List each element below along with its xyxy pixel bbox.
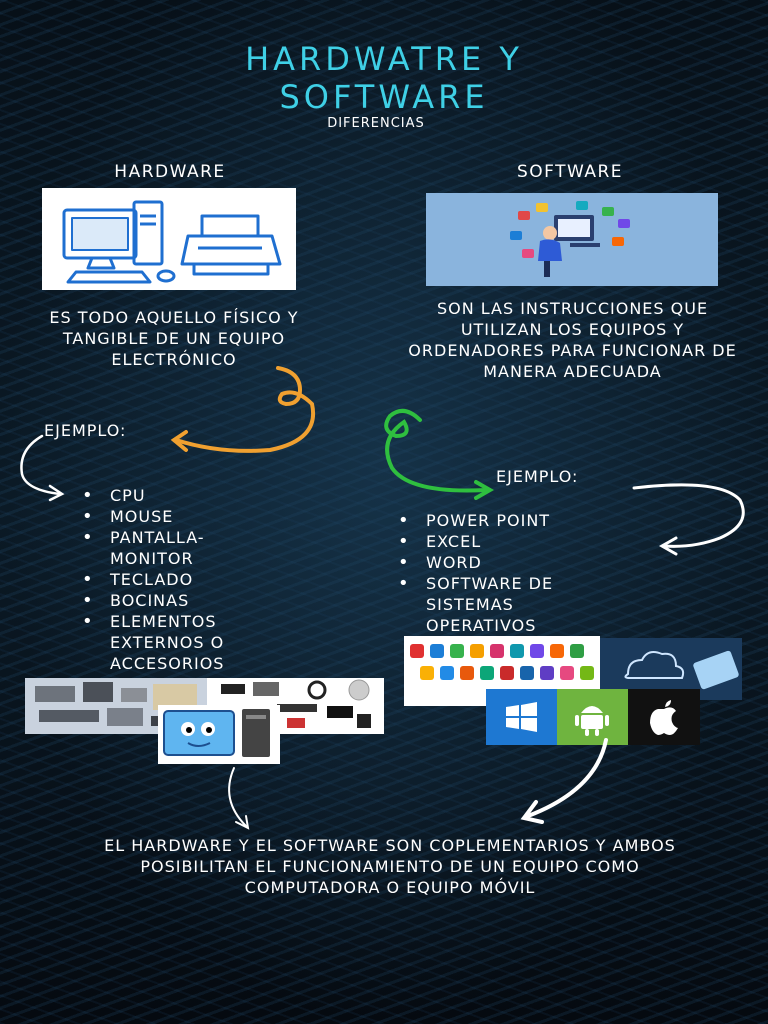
cloud-technology-image xyxy=(600,638,742,700)
developer-illustration xyxy=(510,201,630,277)
list-item: ELEMENTOS EXTERNOS O ACCESORIOS xyxy=(82,611,285,674)
list-item: POWER POINT xyxy=(398,510,628,531)
white-arrow-icon xyxy=(632,483,745,556)
computer-printer-illustration xyxy=(62,200,282,284)
software-list: POWER POINT EXCEL WORD SOFTWARE DE SISTE… xyxy=(398,510,628,636)
hardware-example-label: EJEMPLO: xyxy=(44,421,127,440)
hardware-list: CPU MOUSE PANTALLA- MONITOR TECLADO BOCI… xyxy=(82,485,302,674)
page-subtitle: DIFERENCIAS xyxy=(327,116,425,131)
list-item: MOUSE xyxy=(82,506,302,527)
cartoon-computer-image xyxy=(158,705,280,764)
app-icons-image xyxy=(404,636,600,706)
list-item: WORD xyxy=(398,552,628,573)
white-arrow-icon xyxy=(228,767,250,830)
apple-logo-icon xyxy=(628,689,700,745)
windows-logo-icon xyxy=(486,689,557,745)
hardware-image xyxy=(42,188,296,290)
list-item: TECLADO xyxy=(82,569,302,590)
software-heading: SOFTWARE xyxy=(516,162,624,182)
list-item: SOFTWARE DE SISTEMAS OPERATIVOS xyxy=(398,573,626,636)
conclusion-text: EL HARDWARE Y EL SOFTWARE SON COPLEMENTA… xyxy=(104,836,676,897)
list-item: CPU xyxy=(82,485,302,506)
orange-arrow-icon xyxy=(170,366,316,453)
white-arrow-icon xyxy=(20,434,65,502)
software-image xyxy=(426,193,718,286)
software-description: SON LAS INSTRUCCIONES QUE UTILIZAN LOS E… xyxy=(408,299,737,381)
white-arrow-icon xyxy=(520,738,608,824)
hardware-description: ES TODO AQUELLO FÍSICO Y TANGIBLE DE UN … xyxy=(49,308,299,369)
hardware-heading: HARDWARE xyxy=(114,162,226,182)
os-logos xyxy=(486,689,700,745)
page-title-line1: HARDWATRE Y xyxy=(245,40,523,78)
green-arrow-icon xyxy=(384,408,495,500)
list-item: PANTALLA- MONITOR xyxy=(82,527,260,569)
list-item: EXCEL xyxy=(398,531,628,552)
list-item: BOCINAS xyxy=(82,590,302,611)
android-logo-icon xyxy=(557,689,628,745)
page-title-line2: SOFTWARE xyxy=(279,78,489,116)
software-example-label: EJEMPLO: xyxy=(496,467,579,486)
